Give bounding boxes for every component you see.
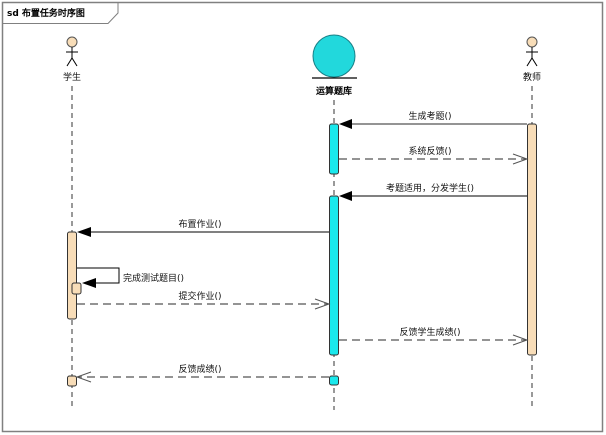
lifeline-label: 运算题库 (316, 85, 352, 97)
message-generate-questions[interactable]: 生成考题() (339, 110, 527, 129)
message-submit-homework[interactable]: 提交作业() (77, 290, 331, 310)
filled-arrowhead-icon (339, 119, 352, 129)
lifeline-teacher[interactable]: 教师 (523, 36, 541, 410)
message-system-feedback[interactable]: 系统反馈() (339, 145, 529, 165)
open-arrowhead-icon (75, 371, 92, 383)
message-label: 提交作业() (178, 290, 221, 302)
message-label: 完成测试题目() (123, 272, 184, 284)
filled-arrowhead-icon (82, 278, 96, 288)
lifeline-student[interactable]: 学生 (63, 36, 82, 410)
lifeline-label: 学生 (63, 71, 81, 83)
message-label: 布置作业() (178, 218, 221, 230)
activation-bar[interactable] (329, 195, 339, 356)
open-arrowhead-icon (314, 298, 331, 310)
message-feedback-student-scores[interactable]: 反馈学生成绩() (339, 326, 529, 346)
activation-bar[interactable] (67, 375, 77, 387)
open-arrowhead-icon (512, 334, 529, 346)
open-arrowhead-icon (512, 153, 529, 165)
activation-bar[interactable] (329, 123, 339, 175)
activation-bar[interactable] (67, 231, 77, 320)
actor-icon (526, 36, 538, 67)
frame-title: sd 布置任务时序图 (7, 7, 85, 19)
message-feedback-scores[interactable]: 反馈成绩() (75, 363, 329, 383)
message-assign-homework[interactable]: 布置作业() (77, 218, 329, 237)
message-label: 反馈成绩() (178, 363, 221, 375)
message-label: 生成考题() (408, 110, 451, 122)
activation-bar[interactable] (329, 375, 339, 386)
entity-icon (312, 34, 356, 78)
actor-icon (66, 36, 78, 67)
message-label: 系统反馈() (408, 145, 451, 157)
message-distribute-questions[interactable]: 考题适用，分发学生() (339, 182, 527, 201)
lifeline-question-bank[interactable]: 运算题库 (312, 34, 357, 410)
message-label: 考题适用，分发学生() (386, 182, 474, 194)
filled-arrowhead-icon (77, 227, 91, 237)
lifeline-label: 教师 (523, 71, 541, 83)
activation-bar[interactable] (527, 123, 537, 356)
message-label: 反馈学生成绩() (399, 326, 460, 338)
filled-arrowhead-icon (339, 191, 352, 201)
self-activation-bar[interactable] (71, 282, 82, 295)
message-complete-test[interactable]: 完成测试题目() (77, 267, 184, 288)
